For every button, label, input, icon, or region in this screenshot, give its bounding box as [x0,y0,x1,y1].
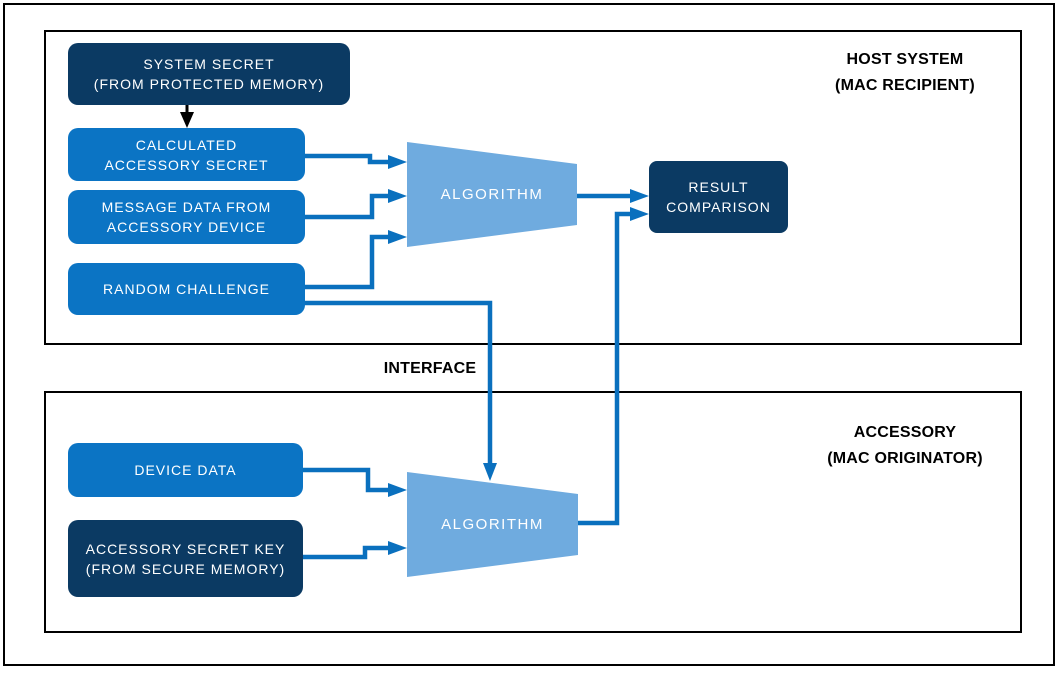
arrow-device-data-to-bottom-algorithm [303,467,407,497]
calculated-secret-line2: ACCESSORY SECRET [104,156,269,173]
accessory-secret-key-line2: (FROM SECURE MEMORY) [85,560,286,577]
result-comparison-line2: COMPARISON [666,199,771,215]
arrow-bottom-algorithm-to-result-comparison [578,207,649,526]
accessory-container [44,391,1022,633]
calculated-secret-line1: CALCULATED [135,136,238,153]
message-data-line1: MESSAGE DATA FROM [101,199,272,215]
arrow-system-secret-to-calculated [180,105,194,128]
accessory-label-line2: (MAC ORIGINATOR) [827,450,983,467]
host-system-label: HOST SYSTEM (MAC RECIPIENT) [805,47,1005,99]
arrow-random-challenge-to-algorithm [305,230,407,290]
result-comparison-line1: RESULT [688,179,749,195]
message-data-line2: ACCESSORY DEVICE [106,219,267,235]
arrow-random-challenge-to-bottom-algorithm [305,300,497,481]
host-algorithm-label: ALGORITHM [440,186,544,203]
arrow-calculated-to-algorithm [305,153,407,169]
accessory-label-line1: ACCESSORY [853,424,957,441]
random-challenge-label: RANDOM CHALLENGE [103,281,270,297]
system-secret-line2: (FROM PROTECTED MEMORY) [93,76,325,92]
device-data-label: DEVICE DATA [134,462,237,478]
arrow-accessory-key-to-bottom-algorithm [303,541,407,560]
system-secret-line1: SYSTEM SECRET [143,56,275,72]
accessory-secret-key-line1: ACCESSORY SECRET KEY [85,540,286,557]
host-system-label-line2: (MAC RECIPIENT) [835,77,975,94]
interface-label: INTERFACE [330,356,530,382]
arrow-algorithm-to-result-comparison [577,189,649,203]
accessory-algorithm-label: ALGORITHM [441,516,544,533]
system-secret-box: SYSTEM SECRET (FROM PROTECTED MEMORY) [68,43,350,105]
accessory-secret-key-box: ACCESSORY SECRET KEY (FROM SECURE MEMORY… [68,520,303,597]
result-comparison-box: RESULT COMPARISON [649,161,788,233]
arrow-message-data-to-algorithm [305,189,407,220]
interface-label-text: INTERFACE [383,360,477,377]
outer-border [3,3,1055,666]
accessory-label: ACCESSORY (MAC ORIGINATOR) [805,420,1005,472]
host-system-label-line1: HOST SYSTEM [846,51,964,68]
random-challenge-box: RANDOM CHALLENGE [68,263,305,315]
message-data-box: MESSAGE DATA FROM ACCESSORY DEVICE [68,190,305,244]
device-data-box: DEVICE DATA [68,443,303,497]
host-system-container [44,30,1022,345]
calculated-accessory-secret-box: CALCULATED ACCESSORY SECRET [68,128,305,181]
